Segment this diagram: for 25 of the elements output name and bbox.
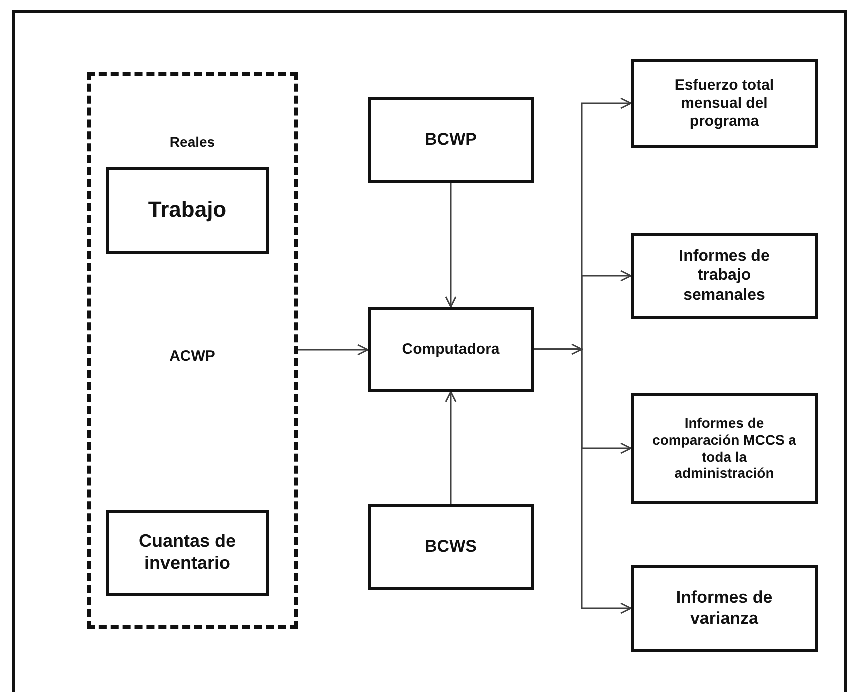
box-label: Trabajo [147,197,228,224]
box-label: Informes de trabajo semanales [678,247,771,305]
process-box [631,59,818,148]
arrow [534,344,583,356]
arrow [445,183,457,308]
arrow [445,391,457,504]
process-box [368,97,534,183]
group-label: ACWP [168,348,216,366]
box-label: Informes de comparación MCCS a toda la administración [652,414,798,482]
process-box [631,565,818,652]
box-label: BCWP [424,130,478,150]
box-label: BCWS [424,536,478,558]
dashed-group-box [87,72,298,629]
group-label: Reales [168,134,216,151]
box-label: Cuantas de inventario [138,531,238,575]
process-box [631,393,818,504]
arrow [298,344,369,356]
box-label: Informes de varianza [675,588,774,629]
process-box [368,307,534,392]
process-box [106,510,269,596]
process-box [631,233,818,319]
process-box [368,504,534,590]
box-label: Computadora [401,340,501,358]
process-box [106,167,269,254]
box-label: Esfuerzo total mensual del programa [674,76,776,130]
